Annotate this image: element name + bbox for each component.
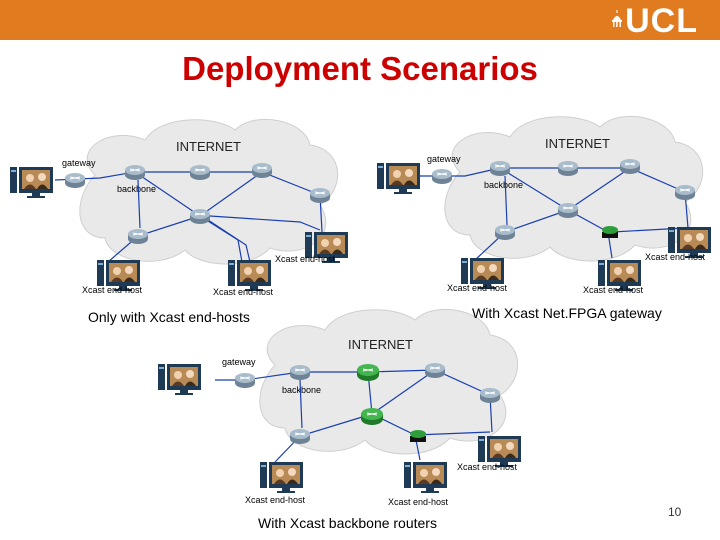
backbone-label: backbone — [484, 180, 523, 190]
router-icon — [309, 187, 331, 204]
router-icon — [424, 362, 446, 379]
logo-text: UCL — [625, 2, 698, 40]
portico-icon — [612, 10, 623, 27]
host-label: Xcast end-host — [388, 497, 449, 507]
internet-label: INTERNET — [348, 337, 413, 352]
gateway-router-icon — [64, 172, 86, 189]
caption-end-hosts-only: Only with Xcast end-hosts — [88, 309, 250, 325]
backbone-label: backbone — [282, 385, 321, 395]
host-label: Xcast end-host — [213, 287, 274, 297]
page-number: 10 — [668, 505, 682, 519]
router-icon — [494, 224, 516, 241]
computer-icon — [10, 167, 53, 198]
host-label: Xcast end-host — [275, 254, 336, 264]
router-icon — [289, 428, 311, 445]
netfpga-gateway-icon — [602, 226, 618, 238]
gateway-label: gateway — [62, 158, 96, 168]
router-icon — [489, 160, 511, 177]
xcast-router-icon — [360, 407, 384, 426]
router-icon — [557, 160, 579, 177]
router-icon — [127, 228, 149, 245]
computer-icon — [158, 364, 201, 395]
internet-label: INTERNET — [176, 139, 241, 154]
router-icon — [479, 387, 501, 404]
host-label: Xcast end-host — [82, 285, 143, 295]
ucl-logo: UCL — [612, 2, 698, 40]
host-label: Xcast end-host — [245, 495, 306, 505]
caption-backbone-routers: With Xcast backbone routers — [258, 515, 437, 531]
caption-netfpga-gateway: With Xcast Net.FPGA gateway — [472, 305, 662, 321]
router-icon — [674, 184, 696, 201]
gateway-router-icon — [431, 168, 453, 185]
computer-icon — [260, 462, 303, 493]
internet-label: INTERNET — [545, 136, 610, 151]
slide-title: Deployment Scenarios — [182, 50, 538, 87]
computer-icon — [377, 163, 420, 194]
router-icon — [189, 208, 211, 225]
router-icon — [189, 164, 211, 181]
network-links — [54, 171, 323, 263]
router-icon — [619, 158, 641, 175]
gateway-router-icon — [234, 372, 256, 389]
backbone-label: backbone — [117, 184, 156, 194]
gateway-label: gateway — [222, 357, 256, 367]
gateway-label: gateway — [427, 154, 461, 164]
computer-icon — [404, 462, 447, 493]
scenario-netfpga-gateway: INTERNET gateway backbone Xcast end-host… — [377, 115, 711, 295]
header-bar: UCL — [0, 0, 720, 40]
host-label: Xcast end-host — [447, 283, 508, 293]
host-label: Xcast end-host — [645, 252, 706, 262]
host-label: Xcast end-host — [583, 285, 644, 295]
host-label: Xcast end-host — [457, 462, 518, 472]
xcast-gateway-icon — [410, 430, 426, 442]
router-icon — [557, 202, 579, 219]
xcast-router-icon — [356, 363, 380, 382]
router-icon — [124, 164, 146, 181]
router-icon — [251, 162, 273, 179]
router-icon — [289, 364, 311, 381]
scenario-backbone-routers: INTERNET gateway backbone Xcast end-host — [158, 308, 521, 507]
scenario-end-hosts-only: INTERNET gateway backbone Xcast end-host… — [10, 118, 348, 297]
